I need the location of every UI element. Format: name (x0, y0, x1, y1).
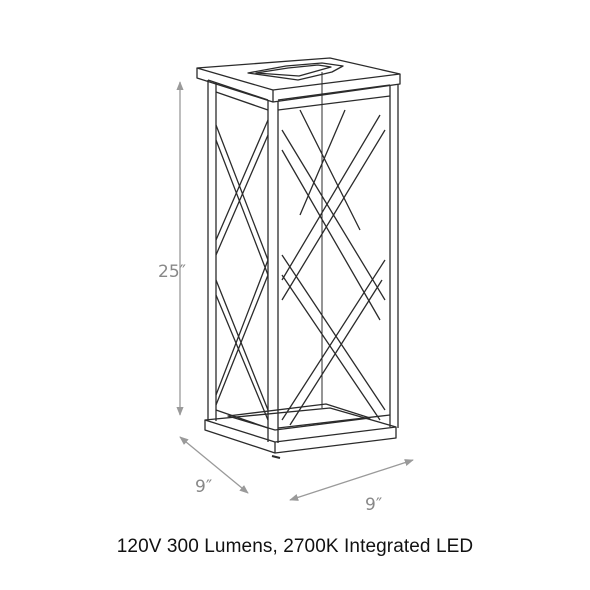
post-left (207, 80, 217, 421)
top-frame-right (277, 84, 391, 111)
width-label: 9″ (365, 495, 382, 515)
dimension-lines (176, 81, 414, 501)
width-dimension-line (289, 459, 414, 501)
front-x-brace-e (299, 109, 361, 231)
depth-dimension-line (179, 436, 249, 494)
bottom-frame-left (215, 409, 269, 429)
front-x-brace-a (281, 129, 386, 321)
top-frame-left (207, 79, 269, 111)
left-x-brace-c (215, 279, 269, 421)
product-spec-caption: 120V 300 Lumens, 2700K Integrated LED (116, 536, 474, 557)
front-x-brace-b (281, 114, 386, 301)
left-x-brace-a (215, 124, 269, 276)
top-handle (247, 62, 344, 81)
height-label: 25″ (158, 262, 186, 282)
post-right (389, 84, 399, 428)
lantern-outline (196, 57, 401, 459)
left-x-brace-d (215, 259, 269, 406)
foot (271, 455, 281, 459)
front-x-brace-c (281, 254, 386, 421)
top-cap (196, 57, 401, 91)
depth-label: 9″ (195, 477, 212, 497)
top-handle-inner (255, 64, 332, 77)
front-x-brace-d (281, 259, 386, 426)
post-front (267, 100, 279, 443)
bottom-frame-right (277, 414, 391, 429)
left-x-brace-b (215, 119, 269, 256)
